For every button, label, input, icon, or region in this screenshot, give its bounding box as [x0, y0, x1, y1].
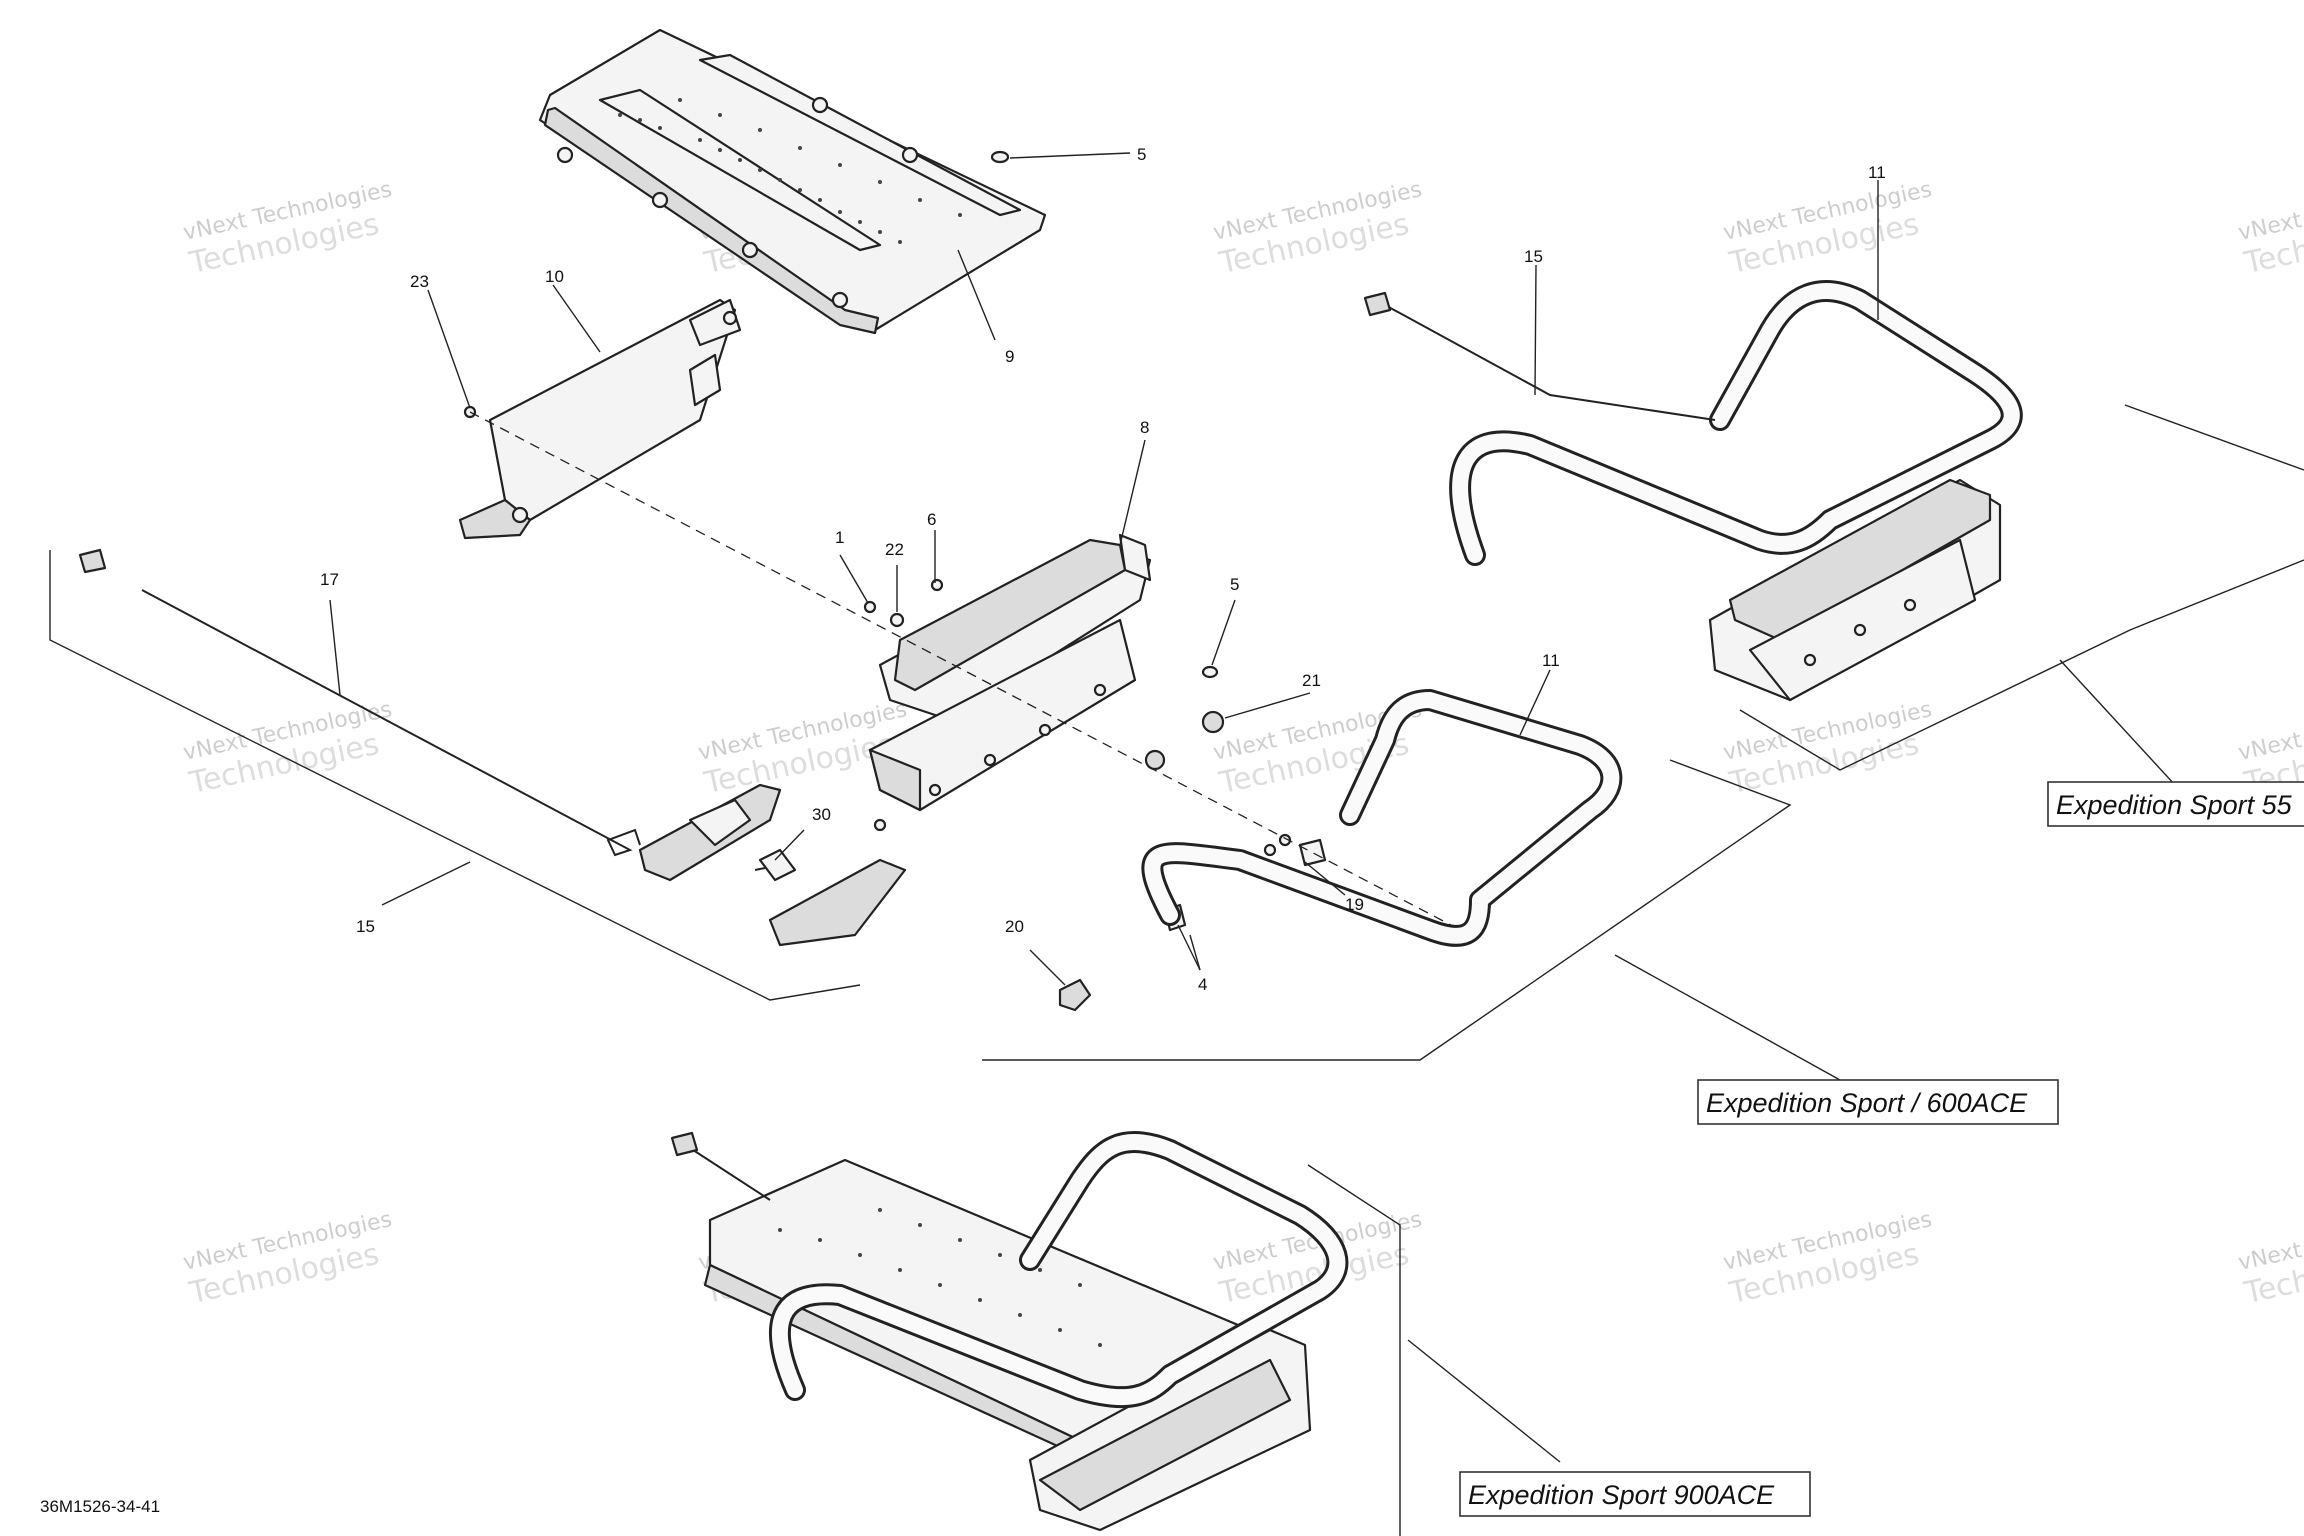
- callout-8: 8: [1140, 418, 1149, 437]
- connector: [78, 548, 107, 574]
- callout-22: 22: [885, 540, 904, 559]
- callout-15: 15: [1524, 247, 1543, 266]
- callouts: 5 11 15 23 10 9 8 6 1 22 17 5 21 11 30 1…: [320, 145, 1886, 994]
- fastener: [930, 578, 944, 592]
- bumper-tube-center: [1141, 689, 1623, 947]
- callout-11: 11: [1868, 163, 1886, 182]
- callout-15: 15: [356, 917, 375, 936]
- fastener: [1263, 843, 1277, 857]
- fastener: [889, 612, 905, 628]
- callout-6: 6: [927, 510, 936, 529]
- callout-10: 10: [545, 267, 564, 286]
- boundary-lines: [49, 404, 2304, 1536]
- fastener: [863, 600, 877, 614]
- knob: [754, 848, 797, 882]
- rack-base: [868, 533, 1152, 812]
- fastener: [990, 150, 1010, 164]
- variant-label-box: Expedition Sport 900ACE: [1459, 1471, 1811, 1517]
- clip: [1058, 978, 1092, 1012]
- callout-30: 30: [812, 805, 831, 824]
- cargo-rack-plate: [538, 28, 1047, 335]
- right-assembly: [1363, 280, 2023, 702]
- tail-light: [638, 783, 782, 882]
- variant-label-box: Expedition Sport 55: [2047, 781, 2304, 827]
- wire-harness: [141, 589, 641, 857]
- callout-23: 23: [410, 272, 429, 291]
- variant-label: Expedition Sport 900ACE: [1468, 1480, 1775, 1510]
- variant-label: Expedition Sport 55: [2056, 790, 2293, 820]
- light-cover: [768, 858, 907, 947]
- drawing-code: 36M1526-34-41: [40, 1497, 160, 1516]
- fastener: [1144, 749, 1166, 771]
- clip: [1298, 838, 1327, 867]
- leader-lines: [329, 152, 2176, 1463]
- callout-5: 5: [1230, 575, 1239, 594]
- fastener: [1201, 665, 1219, 679]
- watermarks: vNext Technologies Technologies vNext Te…: [181, 177, 2304, 1311]
- fastener: [1278, 833, 1292, 847]
- variant-label-box: Expedition Sport / 600ACE: [1697, 1079, 2059, 1125]
- callout-20: 20: [1005, 917, 1024, 936]
- callout-4: 4: [1198, 975, 1207, 994]
- callout-17: 17: [320, 570, 339, 589]
- callout-21: 21: [1302, 671, 1321, 690]
- fastener: [1201, 710, 1225, 734]
- callout-5: 5: [1137, 145, 1146, 164]
- callout-19: 19: [1345, 895, 1364, 914]
- alignment-line: [469, 411, 1471, 936]
- callout-11: 11: [1542, 651, 1560, 670]
- bracket: [458, 298, 742, 540]
- bottom-assembly: [670, 1130, 1349, 1532]
- variant-label: Expedition Sport / 600ACE: [1706, 1088, 2028, 1118]
- callout-1: 1: [835, 528, 844, 547]
- fastener: [873, 818, 887, 832]
- callout-9: 9: [1005, 347, 1014, 366]
